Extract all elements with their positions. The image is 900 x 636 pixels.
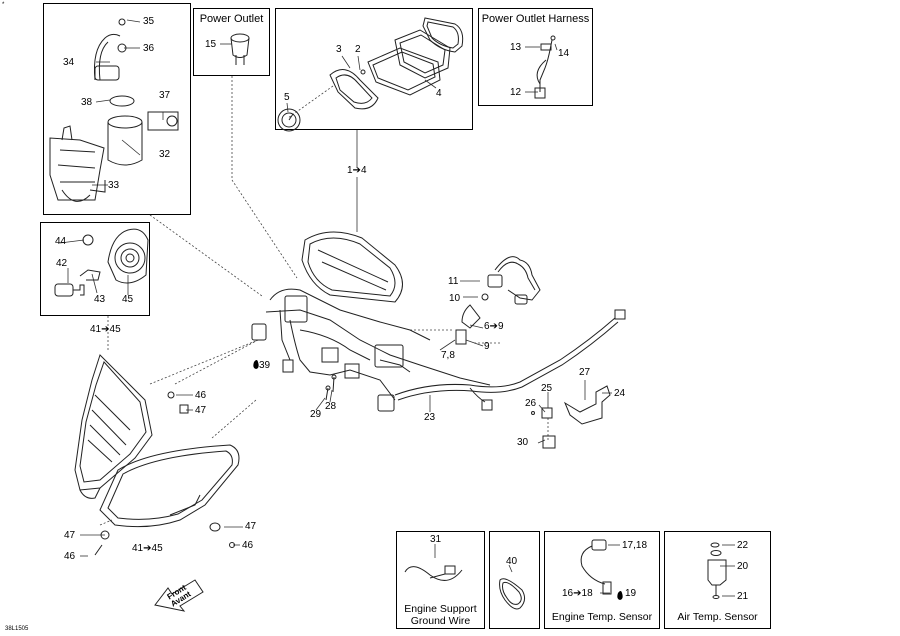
callout-26: 26 bbox=[525, 398, 537, 409]
callout-27: 27 bbox=[579, 367, 591, 378]
callout-35: 35 bbox=[143, 16, 155, 27]
front-arrow-icon bbox=[154, 579, 204, 612]
callout-25: 25 bbox=[541, 383, 553, 394]
callout-41-to-45-lower: 41➔45 bbox=[132, 543, 163, 554]
air-temp-title: Air Temp. Sensor bbox=[677, 611, 758, 623]
headlight-housing-drawing bbox=[74, 354, 153, 499]
engine-temp-sensor-drawing bbox=[580, 539, 612, 595]
callout-14: 14 bbox=[558, 48, 570, 59]
callout-42: 42 bbox=[56, 258, 68, 269]
dashed-leader-lines bbox=[99, 76, 549, 526]
callout-16-to-18: 16➔18 bbox=[562, 588, 593, 599]
callout-12: 12 bbox=[510, 87, 522, 98]
callout-36: 36 bbox=[143, 43, 155, 54]
callout-28: 28 bbox=[325, 401, 337, 412]
callout-37: 37 bbox=[159, 90, 171, 101]
callout-39: 39 bbox=[259, 360, 271, 371]
callout-40: 40 bbox=[506, 556, 518, 567]
engine-temp-title: Engine Temp. Sensor bbox=[551, 611, 653, 623]
callout-43: 43 bbox=[94, 294, 106, 305]
callout-17-18: 17,18 bbox=[622, 540, 648, 551]
callout-10: 10 bbox=[449, 293, 461, 304]
callout-15: 15 bbox=[205, 39, 217, 50]
document-code: 38L1505 bbox=[5, 626, 29, 632]
inset-gauge-box bbox=[275, 8, 473, 130]
engine-support-title: Engine Support Ground Wire bbox=[404, 603, 477, 627]
cable-coil-drawing bbox=[455, 256, 541, 345]
inset-part-40-box bbox=[489, 531, 540, 629]
corner-mark: * bbox=[2, 2, 5, 8]
callout-13: 13 bbox=[510, 42, 522, 53]
power-outlet-drawing bbox=[230, 33, 250, 65]
callout-9: 9 bbox=[484, 341, 490, 352]
central-assembly-drawing bbox=[251, 231, 491, 412]
part-40-drawing bbox=[499, 578, 526, 610]
inset-headlight-box bbox=[40, 222, 150, 316]
callout-22: 22 bbox=[737, 540, 749, 551]
callout-21: 21 bbox=[737, 591, 749, 602]
callout-33: 33 bbox=[108, 180, 120, 191]
lubricant-drop-icon bbox=[253, 360, 623, 600]
callout-47-upper: 47 bbox=[195, 405, 207, 416]
callout-31: 31 bbox=[430, 534, 442, 545]
callout-34: 34 bbox=[63, 57, 75, 68]
harness-23-drawing bbox=[394, 309, 626, 411]
callout-47-lower-left: 47 bbox=[64, 530, 76, 541]
inset-air-temp-box: Air Temp. Sensor bbox=[664, 531, 771, 629]
power-outlet-title: Power Outlet bbox=[199, 13, 264, 25]
gauge-drawing bbox=[277, 17, 464, 132]
air-temp-sensor-drawing bbox=[707, 542, 727, 599]
callout-29: 29 bbox=[310, 409, 322, 420]
callout-23: 23 bbox=[424, 412, 436, 423]
callout-7-8: 7,8 bbox=[441, 350, 455, 361]
callout-3: 3 bbox=[336, 44, 342, 55]
inset-fuel-pump-box bbox=[43, 3, 191, 215]
callout-11: 11 bbox=[448, 276, 459, 287]
callout-1-to-4: 1➔4 bbox=[347, 165, 367, 176]
callout-30: 30 bbox=[517, 437, 529, 448]
callout-32: 32 bbox=[159, 149, 171, 160]
bracket-drawing bbox=[531, 385, 611, 449]
callout-47-lower-right: 47 bbox=[245, 521, 257, 532]
callout-24: 24 bbox=[614, 388, 626, 399]
fuel-pump-drawing bbox=[49, 18, 179, 202]
leader-lines bbox=[59, 19, 735, 597]
callout-41-to-45-upper: 41➔45 bbox=[90, 324, 121, 335]
inset-engine-temp-box: Engine Temp. Sensor bbox=[544, 531, 660, 629]
callout-46-lower-right: 46 bbox=[242, 540, 254, 551]
headlight-lens-drawing bbox=[94, 391, 240, 556]
callout-4: 4 bbox=[436, 88, 442, 99]
ground-wire-drawing bbox=[404, 565, 463, 581]
callout-45: 45 bbox=[122, 294, 134, 305]
callout-20: 20 bbox=[737, 561, 749, 572]
callout-6-to-9: 6➔9 bbox=[484, 321, 504, 332]
callout-38: 38 bbox=[81, 97, 93, 108]
callout-44: 44 bbox=[55, 236, 67, 247]
callout-2: 2 bbox=[355, 44, 361, 55]
callout-19: 19 bbox=[625, 588, 637, 599]
callout-5: 5 bbox=[284, 92, 290, 103]
power-outlet-harness-drawing bbox=[534, 35, 556, 99]
headlight-shell-drawing bbox=[54, 228, 149, 297]
callout-46-upper: 46 bbox=[195, 390, 207, 401]
callout-46-lower-left: 46 bbox=[64, 551, 76, 562]
power-outlet-harness-title: Power Outlet Harness bbox=[481, 13, 590, 25]
